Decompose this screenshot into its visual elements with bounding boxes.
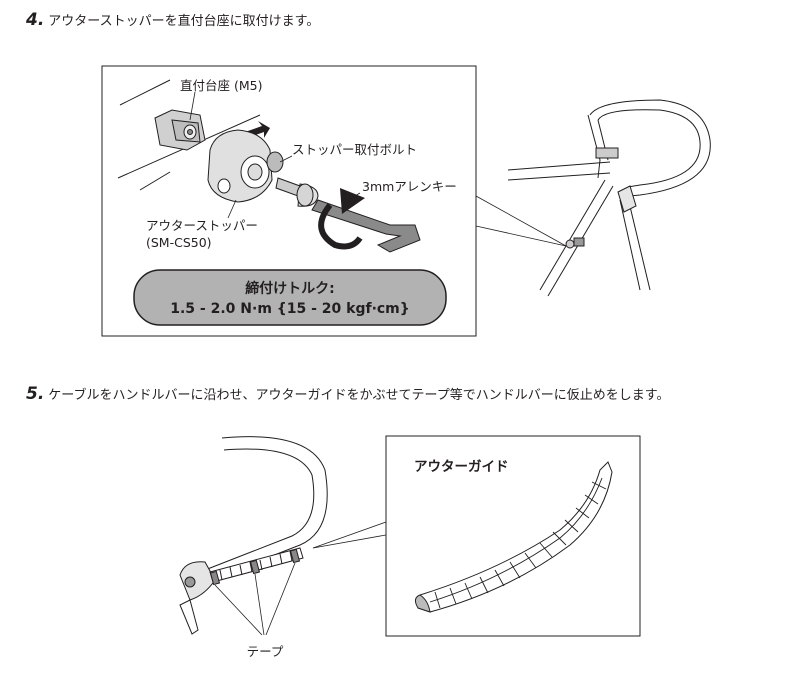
bar-outer-guide	[209, 547, 304, 586]
outer-guide-drawing	[414, 461, 613, 613]
outer-guide-label: アウターガイド	[414, 459, 509, 475]
outer-stopper-drawing	[207, 129, 284, 203]
tape-label: テープ	[247, 644, 284, 659]
hex-key-label: 3mmアレンキー	[362, 179, 457, 194]
mount-label: 直付台座 (M5)	[180, 78, 262, 93]
guide-connector-lines	[312, 521, 387, 549]
bolt-label: ストッパー取付ボルト	[292, 142, 417, 157]
callout-connector-lines	[475, 195, 567, 247]
torque-value: 1.5 - 2.0 N·m {15 - 20 kgf·cm}	[170, 301, 410, 317]
hex-key-drawing	[311, 199, 421, 253]
torque-title: 締付けトルク:	[245, 280, 335, 297]
step-4-figure: 直付台座 (M5) ストッパー取付ボルト 3mmアレンキー アウターストッパー …	[101, 65, 711, 337]
step-5-heading: 5. ケーブルをハンドルバーに沿わせ、アウターガイドをかぶせてテープ等でハンドル…	[26, 384, 669, 404]
tape-leader-lines	[214, 562, 296, 636]
rotation-arrow-icon	[318, 188, 365, 250]
step-4-heading: 4. アウターストッパーを直付台座に取付けます。	[26, 10, 319, 30]
step-4-instruction: アウターストッパーを直付台座に取付けます。	[48, 14, 320, 29]
bike-detail-parts	[565, 147, 637, 249]
outer-stopper-model-label: (SM-CS50)	[146, 235, 212, 250]
step-5-number: 5.	[26, 384, 45, 404]
step-5-instruction: ケーブルをハンドルバーに沿わせ、アウターガイドをかぶせてテープ等でハンドルバーに…	[48, 388, 670, 403]
handlebar-drawing	[507, 99, 711, 297]
step-4-number: 4.	[26, 10, 45, 30]
mount-boss-drawing	[154, 109, 206, 151]
outer-stopper-label: アウターストッパー	[146, 218, 258, 233]
stopper-bolt-drawing	[275, 177, 319, 207]
torque-callout: 締付けトルク: 1.5 - 2.0 N·m {15 - 20 kgf·cm}	[133, 269, 447, 326]
step-5-figure: テープ アウターガイド	[179, 435, 641, 659]
drop-handlebar-drawing	[204, 436, 328, 581]
leader-lines	[189, 91, 361, 219]
